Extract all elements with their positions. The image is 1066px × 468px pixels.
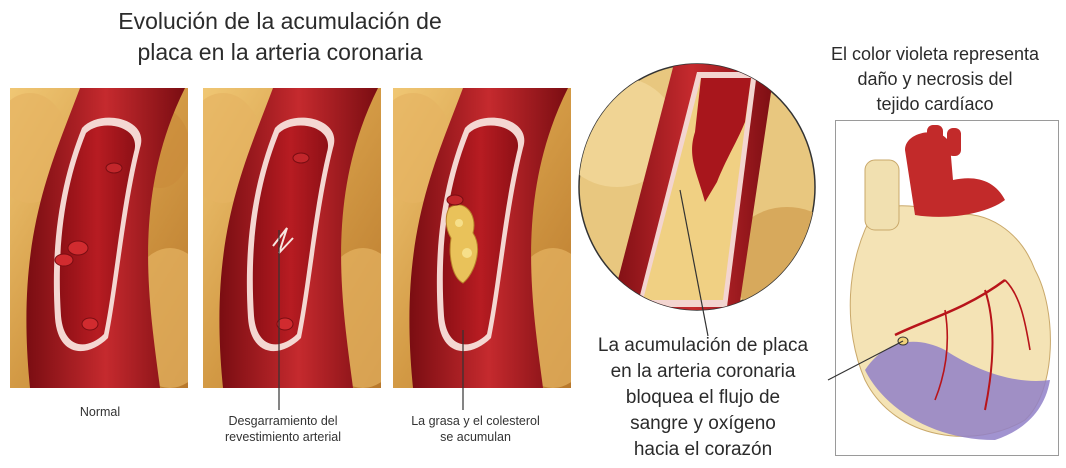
artery-panel-tear [203, 88, 381, 388]
caption-tear-line-1: Desgarramiento del [203, 413, 363, 429]
note-line-1: El color violeta representa [810, 42, 1060, 67]
heart-illustration [835, 120, 1059, 456]
necrosis-note: El color violeta representa daño y necro… [810, 42, 1060, 117]
title-line-1: Evolución de la acumulación de [100, 6, 460, 37]
caption-normal: Normal [40, 404, 160, 420]
caption-plaque: La grasa y el colesterol se acumulan [388, 413, 563, 445]
artery-panel-plaque [393, 88, 571, 388]
note-line-2: daño y necrosis del [810, 67, 1060, 92]
caption-plaque-line-1: La grasa y el colesterol [388, 413, 563, 429]
blockage-caption-line-4: sangre y oxígeno [578, 411, 828, 437]
blockage-caption: La acumulación de placa en la arteria co… [578, 333, 828, 463]
title-line-2: placa en la arteria coronaria [100, 37, 460, 68]
note-line-3: tejido cardíaco [810, 92, 1060, 117]
caption-tear: Desgarramiento del revestimiento arteria… [203, 413, 363, 445]
diagram-title: Evolución de la acumulación de placa en … [100, 6, 460, 68]
caption-plaque-line-2: se acumulan [388, 429, 563, 445]
caption-normal-line-1: Normal [40, 404, 160, 420]
blockage-caption-line-5: hacia el corazón [578, 437, 828, 463]
blockage-caption-line-2: en la arteria coronaria [578, 359, 828, 385]
blocked-artery-magnified [577, 62, 817, 312]
blockage-caption-line-1: La acumulación de placa [578, 333, 828, 359]
artery-panel-normal [10, 88, 188, 388]
caption-tear-line-2: revestimiento arterial [203, 429, 363, 445]
blockage-caption-line-3: bloquea el flujo de [578, 385, 828, 411]
